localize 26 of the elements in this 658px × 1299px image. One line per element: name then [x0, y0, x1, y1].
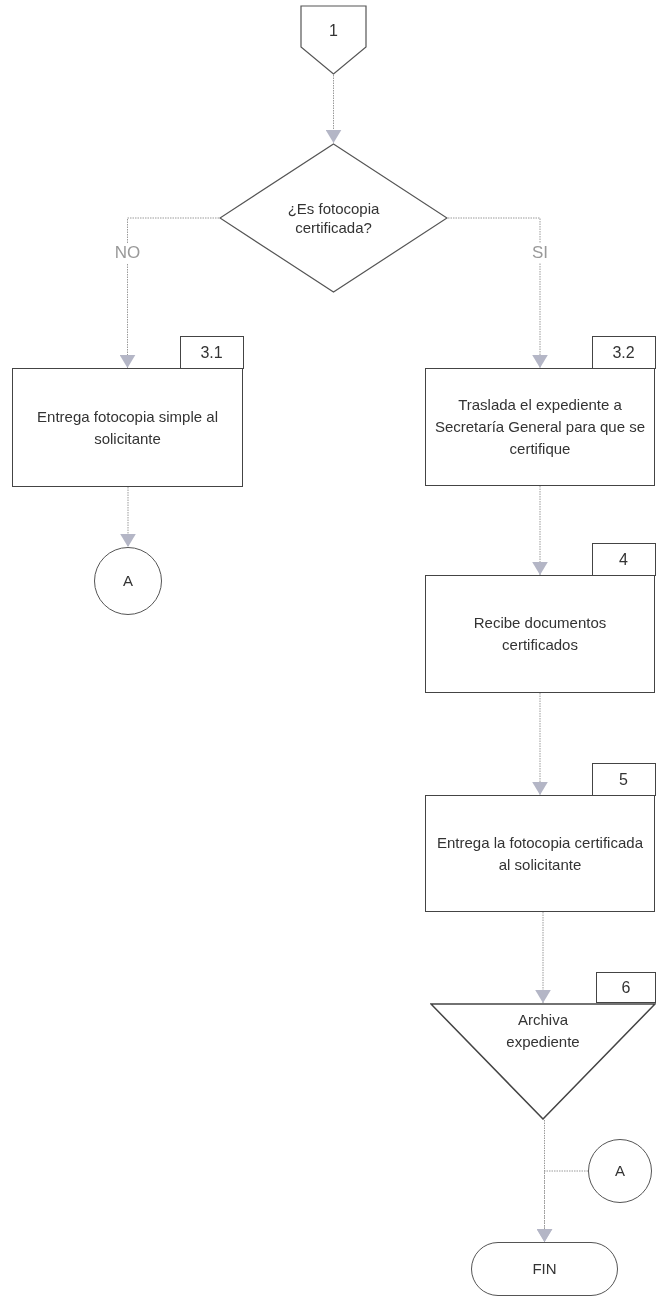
step-number: 4: [591, 543, 656, 576]
connector-letter: A: [123, 570, 133, 591]
connector-arrow: [120, 486, 136, 548]
connector-arrow: [447, 217, 548, 369]
step-number: 3.2: [591, 336, 656, 369]
connector-arrow: [536, 1170, 589, 1243]
process-text: Recibe documentos certificados: [472, 613, 608, 655]
process-text: Entrega la fotocopia certificada al solicitante: [436, 832, 644, 875]
connector-arrow: [532, 485, 548, 576]
connector-letter: A: [615, 1160, 625, 1181]
process-text: Traslada el expediente a Secretaría General para que se certifique: [434, 395, 646, 459]
connector-number: 1: [329, 21, 338, 41]
process-text: Entrega fotocopia simple al solicitante: [36, 406, 219, 449]
connector-arrow: [532, 692, 548, 796]
connector-arrow: [325, 74, 342, 144]
decision-text: ¿Es fotocopia certificada?: [286, 199, 381, 237]
connector-arrow: [119, 217, 220, 369]
terminator: [471, 1242, 618, 1296]
step-number: 5: [591, 763, 656, 796]
connector-arrow: [535, 911, 551, 1004]
decision-diamond: [219, 143, 448, 293]
step-number: 6: [596, 972, 656, 1003]
off-page-connector: [300, 5, 367, 75]
process-text: Archiva expediente: [505, 1010, 581, 1052]
terminator-text: FIN: [532, 1258, 557, 1279]
step-number: 3.1: [179, 336, 244, 369]
